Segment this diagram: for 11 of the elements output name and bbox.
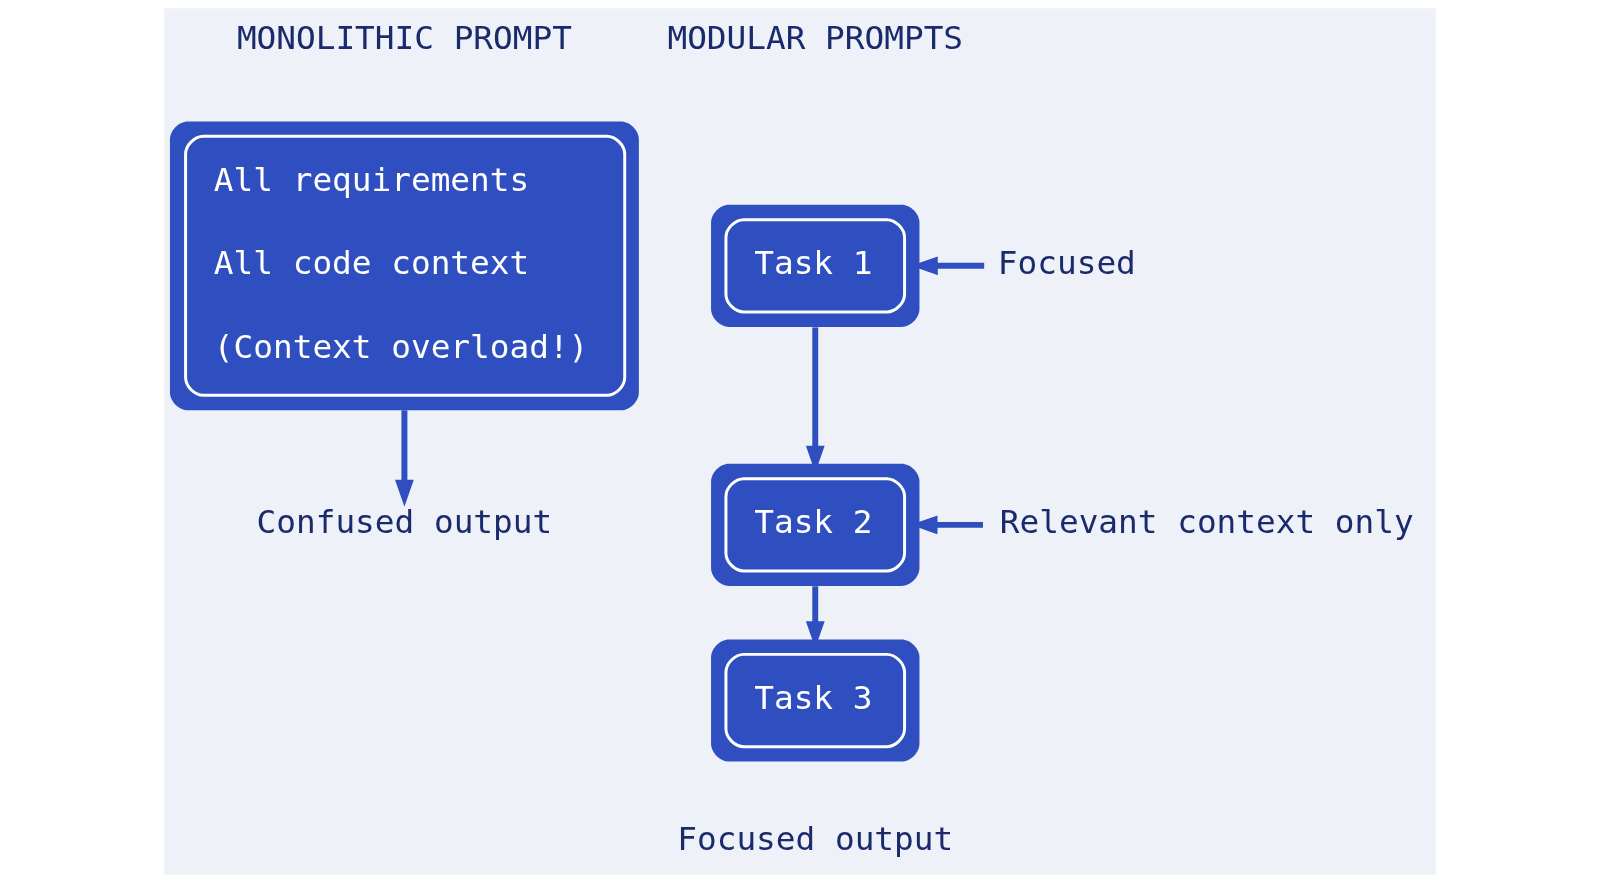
node-box: All requirements All code context (Context overload!) [169, 121, 639, 411]
label: MODULAR PROMPTS [667, 19, 964, 58]
node-box: Task 2 [711, 463, 920, 586]
label: Focused output [677, 820, 954, 859]
node-text: Relevant context only [999, 503, 1414, 542]
node-box: Task 1 [711, 204, 920, 327]
node-text: Confused output [256, 503, 553, 542]
node-box: Task 3 [711, 639, 920, 762]
label: MONOLITHIC PROMPT [236, 19, 572, 58]
node-text: Focused [997, 244, 1136, 283]
arrow [395, 410, 414, 507]
